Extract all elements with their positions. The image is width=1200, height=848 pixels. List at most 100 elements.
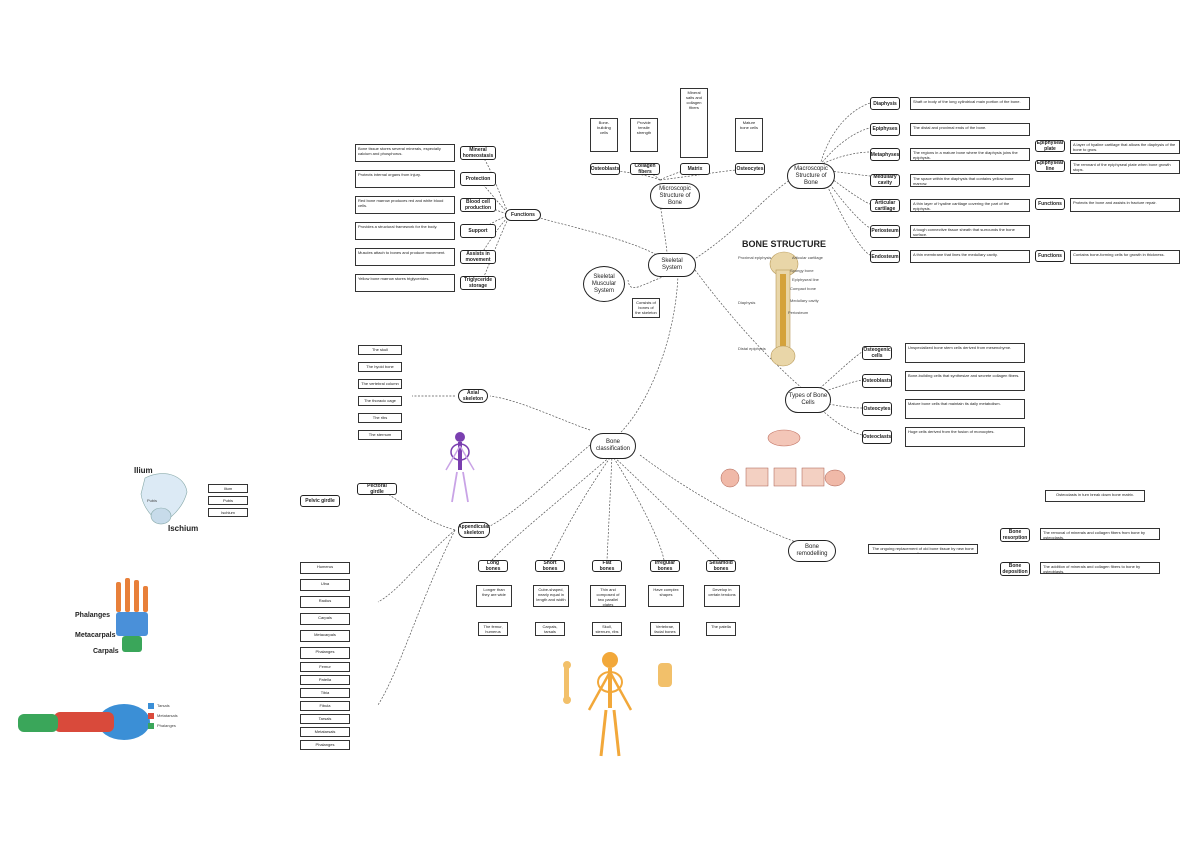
classification-item[interactable]: Long bones: [478, 560, 508, 572]
function-item[interactable]: Triglyceride storage: [460, 276, 496, 290]
bone-label: Diaphysis: [738, 300, 756, 305]
microscopic-structure-node[interactable]: Microscopic Structure of Bone: [650, 183, 700, 209]
skeletal-note: Consists of bones of the skeleton: [632, 298, 660, 318]
classification-item[interactable]: Flat bones: [592, 560, 622, 572]
girdle-item[interactable]: Pelvic girdle: [300, 495, 340, 507]
micro-item[interactable]: Collagen fibers: [630, 163, 660, 175]
macro-desc: The space within the diaphysis that cont…: [910, 173, 1030, 187]
function-item[interactable]: Support: [460, 224, 496, 238]
remodel-item[interactable]: Bone resorption: [1000, 528, 1030, 542]
classification-eg: Skull, sternum, ribs: [592, 622, 622, 636]
axial-item: The hyoid bone: [358, 362, 402, 372]
types-of-bone-cells-node[interactable]: Types of Bone Cells: [785, 387, 831, 413]
lower-limb-item: Femur: [300, 662, 350, 672]
bone-cells-illustration: [720, 429, 846, 488]
macro-side-item[interactable]: Functions: [1035, 250, 1065, 262]
carpals-label: Carpals: [93, 648, 119, 655]
classification-desc: Longer than they are wide: [476, 585, 512, 607]
macro-desc: A thin layer of hyaline cartilage coveri…: [910, 199, 1030, 212]
remodel-desc: The addition of minerals and collagen fi…: [1040, 562, 1160, 574]
classification-item[interactable]: Sesamoid bones: [706, 560, 736, 572]
appendicular-skeleton-node[interactable]: Appendicular skeleton: [458, 522, 490, 538]
function-item[interactable]: Blood cell production: [460, 198, 496, 212]
macro-part[interactable]: Periosteum: [870, 224, 900, 238]
cell-desc: Bone-building cells that synthesize and …: [905, 371, 1025, 391]
bone-label: Medullary cavity: [790, 298, 819, 303]
axial-item: The skull: [358, 345, 402, 355]
axial-skeleton-node[interactable]: Axial skeleton: [458, 389, 488, 403]
micro-item[interactable]: Matrix: [680, 163, 710, 175]
bone-structure-title: BONE STRUCTURE: [742, 239, 827, 249]
classification-item[interactable]: Short bones: [535, 560, 565, 572]
cell-desc: Mature bone cells that maintain its dail…: [905, 399, 1025, 419]
bone-cell-note: Osteoclasts in turn break down bone matr…: [1045, 490, 1145, 502]
micro-desc: Mineral salts and collagen fibers: [680, 88, 708, 158]
macro-desc: A thin membrane that lines the medullary…: [910, 250, 1030, 263]
micro-desc: Mature bone cells: [735, 118, 763, 152]
classification-eg: Vertebrae, facial bones: [650, 622, 680, 636]
classification-eg: The femur, humerus: [478, 622, 508, 636]
bone-label: Distal epiphysis: [738, 346, 766, 351]
macroscopic-structure-node[interactable]: Macroscopic Structure of Bone: [787, 163, 835, 189]
cell-item[interactable]: Osteoclasts: [862, 430, 892, 444]
functions-node[interactable]: Functions: [505, 209, 541, 221]
remodel-item[interactable]: Bone deposition: [1000, 562, 1030, 576]
bone-label: Epiphyseal line: [792, 277, 819, 282]
macro-desc: The distal and proximal ends of the bone…: [910, 122, 1030, 136]
macro-side-item[interactable]: Functions: [1035, 198, 1065, 210]
pubis-label: Pubis: [147, 498, 158, 503]
upper-limb-item: Phalanges: [300, 647, 350, 659]
axial-item: The thoracic cage: [358, 396, 402, 406]
skeletal-muscular-system-node[interactable]: Skeletal Muscular System: [583, 266, 625, 302]
femur-illustration: [563, 661, 571, 704]
axial-skeleton-figure: [445, 432, 475, 503]
bone-label: Spongy bone: [790, 268, 814, 273]
cell-item[interactable]: Osteoblasts: [862, 374, 892, 388]
macro-side-desc: The remnant of the epiphyseal plate when…: [1070, 160, 1180, 174]
legend-label: Tarsals: [157, 703, 170, 708]
lower-limb-item: Patella: [300, 675, 350, 685]
legend-swatch: [148, 723, 154, 729]
macro-side-desc: Protects the bone and assists in fractur…: [1070, 198, 1180, 212]
macro-desc: A tough connective tissue sheath that su…: [910, 224, 1030, 238]
macro-part[interactable]: Endosteum: [870, 250, 900, 263]
classification-item[interactable]: Irregular bones: [650, 560, 680, 572]
macro-part[interactable]: Diaphysis: [870, 97, 900, 110]
micro-desc: Bone-building cells: [590, 118, 618, 152]
upper-limb-item: Ulna: [300, 579, 350, 591]
macro-part[interactable]: Epiphyses: [870, 122, 900, 136]
legend-swatch: [148, 703, 154, 709]
vertebra-illustration: [658, 663, 672, 687]
bone-classification-node[interactable]: Bone classification: [590, 433, 636, 459]
macro-part[interactable]: Metaphyses: [870, 148, 900, 161]
lower-limb-item: Tarsals: [300, 714, 350, 724]
bone-label: Periosteum: [788, 310, 809, 315]
function-desc: Provides a structural framework for the …: [355, 222, 455, 240]
macro-side-item[interactable]: Epiphyseal plate: [1035, 140, 1065, 152]
axial-item: The vertebral column: [358, 379, 402, 389]
skeletal-system-node[interactable]: Skeletal System: [648, 253, 696, 277]
macro-side-desc: Contains bone-forming cells for growth i…: [1070, 250, 1180, 264]
classification-desc: Cube-shaped, nearly equal in length and …: [533, 585, 569, 607]
function-item[interactable]: Assists in movement: [460, 250, 496, 264]
micro-item[interactable]: Osteoblasts: [590, 163, 620, 175]
axial-item: The sternum: [358, 430, 402, 440]
cell-item[interactable]: Osteocytes: [862, 402, 892, 416]
classification-eg: The patella: [706, 622, 736, 636]
function-item[interactable]: Protection: [460, 172, 496, 186]
girdle-item[interactable]: Pectoral girdle: [357, 483, 397, 495]
bone-remodelling-node[interactable]: Bone remodelling: [788, 540, 836, 562]
macro-side-item[interactable]: Epiphyseal line: [1035, 160, 1065, 172]
classification-desc: Develop in certain tendons: [704, 585, 740, 607]
classification-desc: Have complex shapes: [648, 585, 684, 607]
pelvis-item: Ilium: [208, 484, 248, 493]
macro-part[interactable]: Medullary cavity: [870, 173, 900, 187]
legend-swatch: [148, 713, 154, 719]
micro-item[interactable]: Osteocytes: [735, 163, 765, 175]
cell-item[interactable]: Osteogenic cells: [862, 346, 892, 360]
macro-part[interactable]: Articular cartilage: [870, 199, 900, 212]
function-desc: Muscles attach to bones and produce move…: [355, 248, 455, 266]
upper-limb-item: Metacarpals: [300, 630, 350, 642]
function-item[interactable]: Mineral homeostasis: [460, 146, 496, 160]
